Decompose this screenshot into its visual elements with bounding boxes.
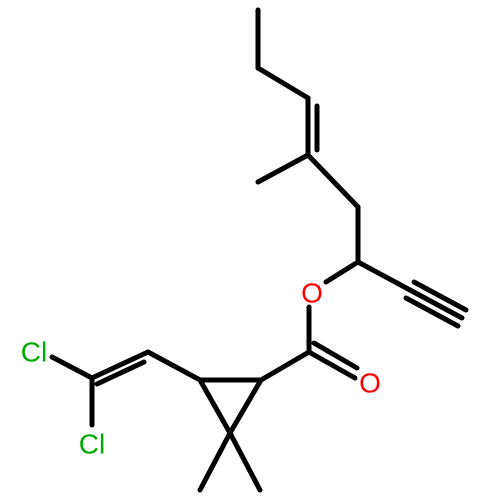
bond-vinyl-double-1 xyxy=(89,349,151,381)
bond-ring-b xyxy=(197,377,233,436)
bonds xyxy=(49,7,469,493)
bond-alkene-ch2 xyxy=(305,152,361,210)
bond-chiral-o xyxy=(323,259,361,285)
bond-ring-c xyxy=(227,377,264,436)
bond-gem-methyl-1 xyxy=(197,430,233,493)
atom-label-o-ester: O xyxy=(301,278,323,309)
bond-carbonyl-ring xyxy=(258,349,312,383)
bond-gem-methyl-2 xyxy=(227,430,263,493)
atom-label-cl-2: Cl xyxy=(79,429,105,460)
bond-carbonyl-double-1 xyxy=(306,349,358,381)
bond-triple-3 xyxy=(403,295,461,329)
atom-label-o-carbonyl: O xyxy=(359,368,381,399)
bond-triple-2 xyxy=(411,279,469,313)
bond-triple-1 xyxy=(407,287,465,321)
bond-vinyl-double-2 xyxy=(94,359,147,387)
bond-ch2-ch xyxy=(255,65,311,101)
bond-ring-vinyl xyxy=(145,349,203,383)
bond-ccl-1 xyxy=(49,354,95,381)
bond-alkene-methyl xyxy=(255,152,311,185)
bond-chiral-alkyne xyxy=(355,259,413,293)
bond-carbonyl-double-2 xyxy=(311,340,360,371)
atom-label-cl-1: Cl xyxy=(21,337,47,368)
atom-labels: Cl Cl O O xyxy=(21,278,381,460)
